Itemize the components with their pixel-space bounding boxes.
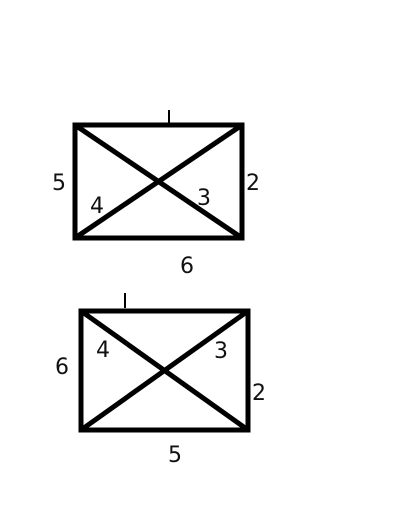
diagram-2-label-inner-left: 4 (96, 338, 110, 363)
diagram-2: 6 2 5 4 3 (55, 293, 266, 468)
diagram-1: 5 2 6 4 3 (52, 110, 260, 279)
diagram-1-label-inner-left: 4 (90, 194, 104, 219)
diagram-2-rectangle (78, 308, 251, 433)
diagram-1-label-inner-right: 3 (197, 186, 211, 211)
diagram-2-label-right: 2 (252, 381, 266, 406)
diagram-2-diagonal-b (79, 308, 250, 433)
diagram-2-label-inner-right: 3 (214, 339, 228, 364)
diagram-2-label-left: 6 (55, 355, 69, 380)
diagram-1-diagonal-b (73, 122, 244, 241)
diagram-2-label-bottom: 5 (168, 443, 182, 468)
diagram-1-label-bottom: 6 (180, 254, 194, 279)
diagram-1-rectangle (72, 122, 245, 241)
diagram-1-label-left: 5 (52, 171, 66, 196)
diagram-1-label-right: 2 (246, 171, 260, 196)
